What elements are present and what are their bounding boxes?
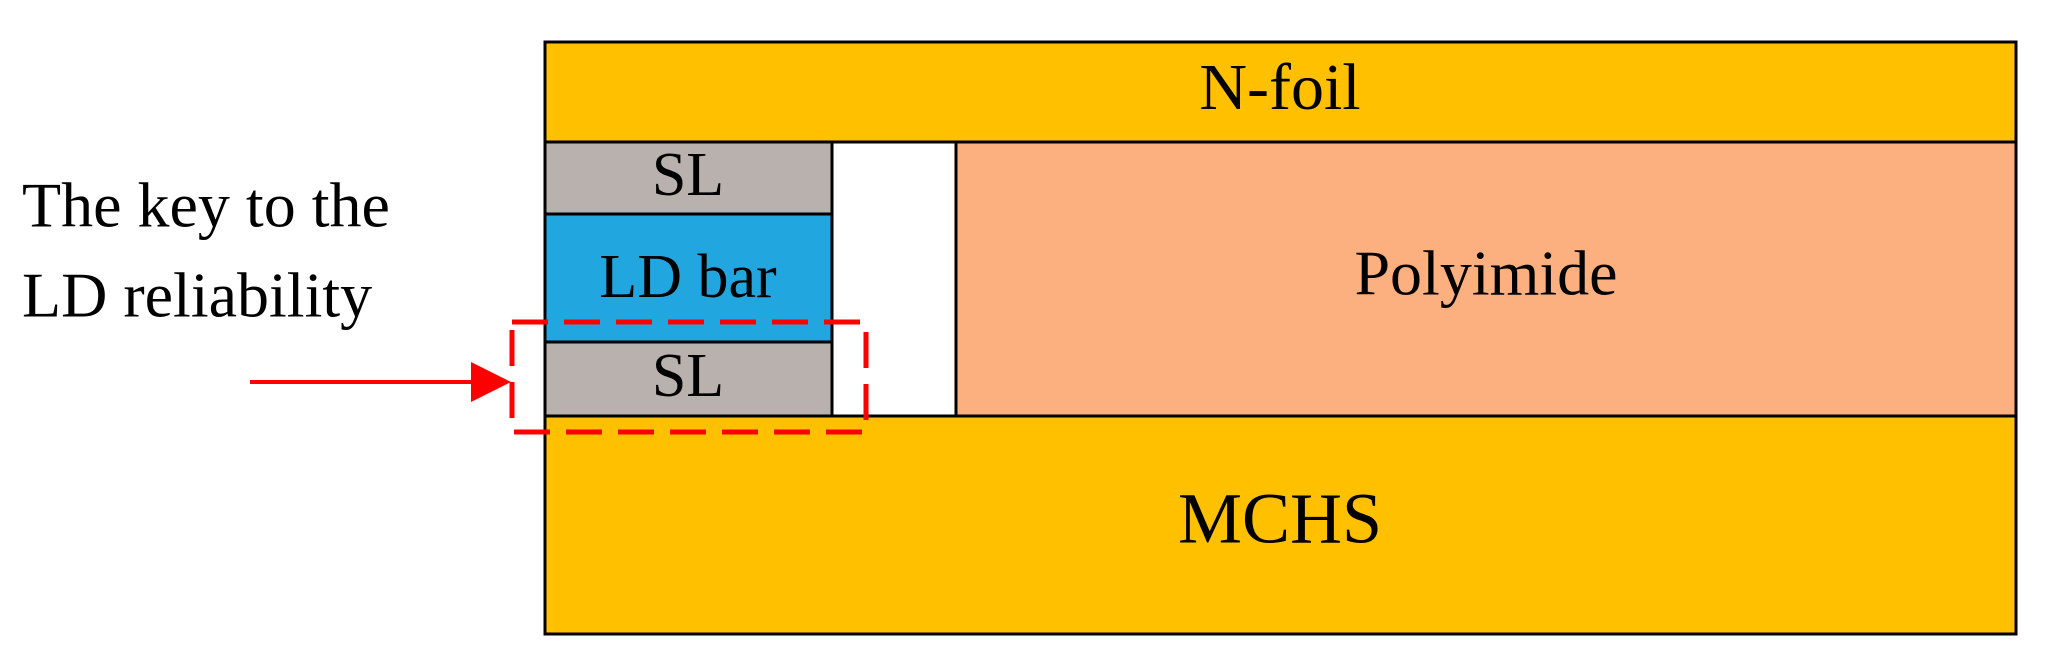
highlight-dashed-box	[509, 319, 869, 435]
n-foil-layer	[543, 40, 2018, 144]
mchs-label: MCHS	[1178, 479, 1382, 559]
ld-bar-label: LD bar	[599, 243, 777, 311]
n-foil-label: N-foil	[1199, 51, 1360, 124]
polyimide-label: Polyimide	[1354, 238, 1617, 309]
gap-region	[830, 140, 958, 418]
sl-top-layer	[543, 140, 834, 216]
annotation-line-2: LD reliability	[22, 260, 372, 331]
sl-bottom-label: SL	[652, 342, 724, 410]
mchs-layer	[543, 414, 2018, 636]
sl-top-label: SL	[652, 141, 724, 209]
annotation-line-1: The key to the	[22, 170, 390, 241]
polyimide-layer	[954, 140, 2018, 418]
